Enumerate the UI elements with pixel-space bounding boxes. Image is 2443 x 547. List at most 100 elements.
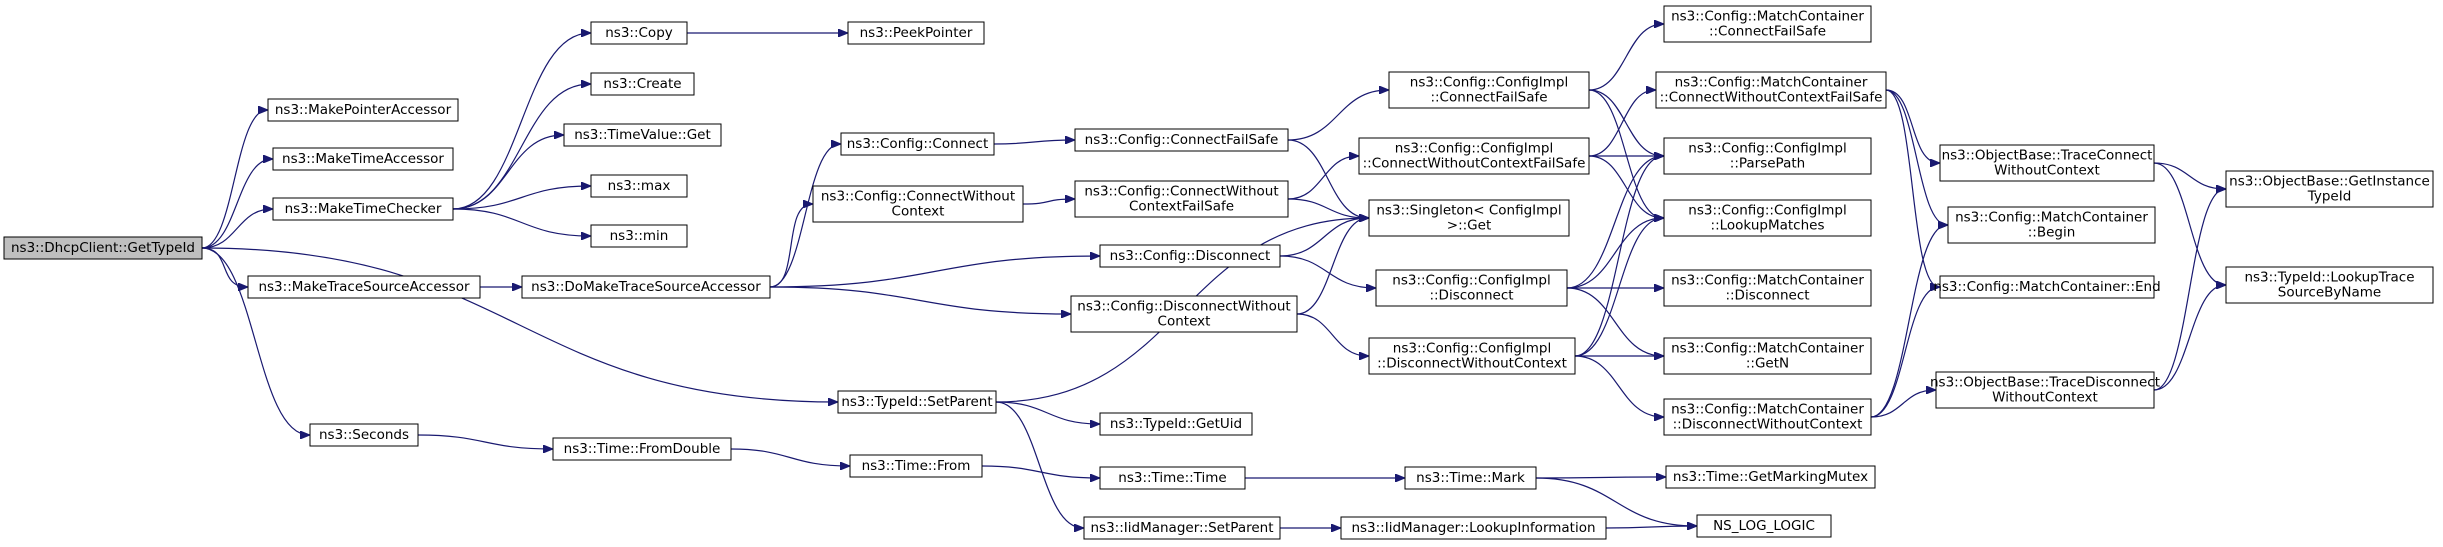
- node-tidgu[interactable]: ns3::TypeId::GetUid: [1099, 412, 1253, 436]
- edge-mcdwc-to-mcbegin: [1870, 225, 1947, 418]
- node-label: ::ConnectWithoutContextFailSafe: [1660, 90, 1883, 106]
- node-tgmm[interactable]: ns3::Time::GetMarkingMutex: [1665, 465, 1876, 489]
- node-label: ::Begin: [2028, 225, 2076, 241]
- node-label: ::DisconnectWithoutContext: [1377, 356, 1567, 372]
- node-mcend[interactable]: ns3::Config::MatchContainer::End: [1933, 275, 2161, 299]
- node-label: ns3::DoMakeTraceSourceAccessor: [531, 279, 761, 295]
- node-box: [552, 437, 732, 461]
- node-label: ns3::Config::MatchContainer: [1671, 9, 1864, 25]
- node-lookup[interactable]: ns3::Config::ConfigImpl::LookupMatches: [1663, 199, 1872, 237]
- node-box: [1099, 466, 1246, 490]
- node-label: ns3::Config::ConnectWithout: [821, 189, 1015, 205]
- edge-root-to-mta: [201, 159, 272, 249]
- node-mcdwc[interactable]: ns3::Config::MatchContainer::DisconnectW…: [1663, 398, 1872, 436]
- edge-cidwc-to-lookup: [1574, 218, 1663, 357]
- edge-cdwc-to-singleton: [1296, 218, 1368, 315]
- node-box: [1935, 371, 2155, 409]
- node-max[interactable]: ns3::max: [590, 174, 688, 198]
- node-mcdisc[interactable]: ns3::Config::MatchContainer::Disconnect: [1663, 269, 1872, 307]
- node-tfrom[interactable]: ns3::Time::From: [849, 454, 983, 478]
- node-box: [1939, 275, 2155, 299]
- node-parse[interactable]: ns3::Config::ConfigImpl::ParsePath: [1663, 137, 1872, 175]
- node-cidisc[interactable]: ns3::Config::ConfigImpl::Disconnect: [1375, 269, 1568, 307]
- node-label: ns3::Config::ConfigImpl: [1395, 141, 1553, 157]
- node-label: ns3::IidManager::LookupInformation: [1351, 520, 1595, 536]
- node-label: ns3::Time::Time: [1118, 470, 1226, 486]
- node-label: ns3::Config::Connect: [847, 136, 989, 152]
- node-label: ::ConnectWithoutContextFailSafe: [1363, 156, 1586, 172]
- node-label: ns3::max: [608, 178, 671, 194]
- node-label: ns3::Time::Mark: [1416, 470, 1525, 486]
- node-mcbegin[interactable]: ns3::Config::MatchContainer::Begin: [1947, 206, 2156, 244]
- node-box: [590, 21, 688, 45]
- node-ciconnwcfs[interactable]: ns3::Config::ConfigImpl::ConnectWithoutC…: [1358, 137, 1590, 175]
- node-singleton[interactable]: ns3::Singleton< ConfigImpl >::Get: [1368, 199, 1570, 237]
- node-label: ::ConnectFailSafe: [1709, 24, 1826, 40]
- node-label: ns3::Config::ConfigImpl: [1410, 75, 1568, 91]
- node-ccwc[interactable]: ns3::Config::ConnectWithoutContext: [812, 185, 1024, 223]
- node-tfd[interactable]: ns3::Time::FromDouble: [552, 437, 732, 461]
- node-tvget[interactable]: ns3::TimeValue::Get: [563, 123, 722, 147]
- node-label: ns3::DhcpClient::GetTypeId: [11, 240, 195, 256]
- node-label: ::DisconnectWithoutContext: [1673, 417, 1863, 433]
- node-mtc[interactable]: ns3::MakeTimeChecker: [272, 197, 454, 221]
- node-tmark[interactable]: ns3::Time::Mark: [1404, 466, 1537, 490]
- node-mta[interactable]: ns3::MakeTimeAccessor: [272, 147, 454, 171]
- node-mpa[interactable]: ns3::MakePointerAccessor: [267, 98, 459, 122]
- node-box: [267, 98, 459, 122]
- edge-tfd-to-tfrom: [730, 448, 849, 466]
- node-mccwcfs[interactable]: ns3::Config::MatchContainer::ConnectWith…: [1655, 71, 1887, 109]
- edge-mtc-to-max: [452, 186, 590, 210]
- node-label: ns3::Config::ConfigImpl: [1392, 273, 1550, 289]
- edge-tmark-to-nslog: [1535, 477, 1696, 526]
- node-box: [2225, 170, 2434, 208]
- node-iidli[interactable]: ns3::IidManager::LookupInformation: [1340, 516, 1607, 540]
- node-label: ns3::TimeValue::Get: [574, 127, 711, 143]
- node-cdisc[interactable]: ns3::Config::Disconnect: [1099, 244, 1281, 268]
- node-mtsa[interactable]: ns3::MakeTraceSourceAccessor: [247, 275, 481, 299]
- node-dmtsa[interactable]: ns3::DoMakeTraceSourceAccessor: [521, 275, 771, 299]
- node-ttime[interactable]: ns3::Time::Time: [1099, 466, 1246, 490]
- node-box: [590, 174, 688, 198]
- node-mccfs[interactable]: ns3::Config::MatchContainer::ConnectFail…: [1663, 5, 1872, 43]
- node-ccwcfs[interactable]: ns3::Config::ConnectWithoutContextFailSa…: [1074, 180, 1289, 218]
- edge-root-to-mpa: [201, 110, 267, 249]
- node-box: [1099, 412, 1253, 436]
- edge-dmtsa-to-cdisc: [769, 256, 1099, 288]
- node-box: [1074, 128, 1289, 152]
- node-sec[interactable]: ns3::Seconds: [309, 423, 419, 447]
- node-copy[interactable]: ns3::Copy: [590, 21, 688, 45]
- node-label: ns3::Singleton< ConfigImpl: [1376, 203, 1561, 219]
- node-label: ns3::Create: [603, 76, 681, 92]
- node-tidsp[interactable]: ns3::TypeId::SetParent: [837, 390, 997, 414]
- node-box: [840, 132, 995, 156]
- node-cidwc[interactable]: ns3::Config::ConfigImpl::DisconnectWitho…: [1368, 337, 1576, 375]
- node-ciconnfs[interactable]: ns3::Config::ConfigImpl::ConnectFailSafe: [1388, 71, 1590, 109]
- node-label: ns3::Config::Disconnect: [1110, 248, 1271, 264]
- node-box: [847, 21, 985, 45]
- node-label: ns3::TypeId::LookupTrace: [2244, 270, 2414, 286]
- node-label: ns3::Time::FromDouble: [564, 441, 721, 457]
- node-box: [1368, 199, 1570, 237]
- node-create[interactable]: ns3::Create: [590, 72, 695, 96]
- node-obtdwc[interactable]: ns3::ObjectBase::TraceDisconnectWithoutC…: [1930, 371, 2160, 409]
- node-cdwc[interactable]: ns3::Config::DisconnectWithoutContext: [1070, 295, 1298, 333]
- node-label: ns3::Config::ConnectWithout: [1084, 184, 1278, 200]
- node-label: SourceByName: [2278, 285, 2381, 301]
- node-ccfs[interactable]: ns3::Config::ConnectFailSafe: [1074, 128, 1289, 152]
- node-iidsp[interactable]: ns3::IidManager::SetParent: [1083, 516, 1281, 540]
- edge-ccwcfs-to-singleton: [1287, 198, 1368, 218]
- node-cconn[interactable]: ns3::Config::Connect: [840, 132, 995, 156]
- node-peek[interactable]: ns3::PeekPointer: [847, 21, 985, 45]
- node-min[interactable]: ns3::min: [590, 224, 688, 248]
- edge-ccwc-to-ccwcfs: [1022, 199, 1074, 205]
- node-obtcwc[interactable]: ns3::ObjectBase::TraceConnectWithoutCont…: [1939, 144, 2155, 182]
- node-box: [309, 423, 419, 447]
- node-mcgetn[interactable]: ns3::Config::MatchContainer::GetN: [1663, 337, 1872, 375]
- node-box: [1083, 516, 1281, 540]
- node-nslog[interactable]: NS_LOG_LOGIC: [1696, 514, 1832, 538]
- edge-cidisc-to-lookup: [1566, 218, 1663, 289]
